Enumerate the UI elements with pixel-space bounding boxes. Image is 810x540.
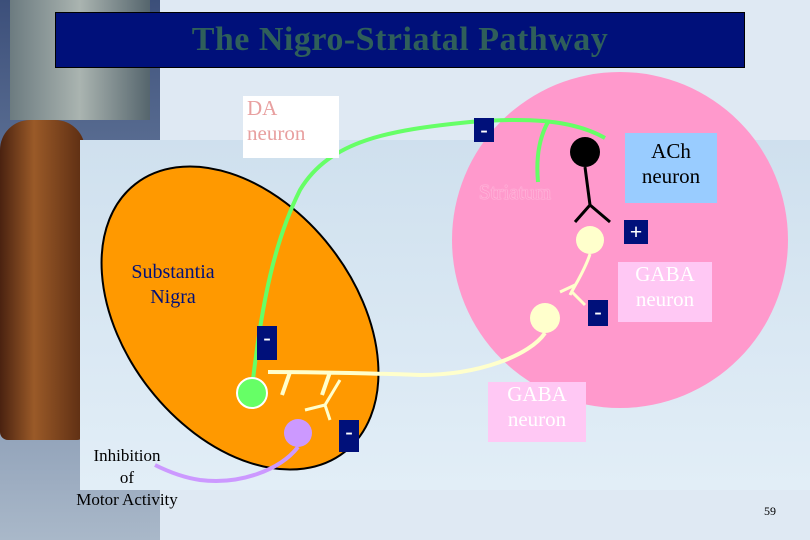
sign-nigra-gaba: - <box>257 326 277 360</box>
nigra-gaba-dendrite <box>304 379 342 421</box>
ach-neuron-soma <box>570 137 600 167</box>
gaba-neuron-lower-label: GABA neuron <box>488 382 586 442</box>
da-neuron-soma <box>236 377 268 409</box>
substantia-nigra-label: Substantia Nigra <box>131 261 215 308</box>
sign-output-gaba: - <box>339 420 359 452</box>
striatal-gaba-dendrite-upper <box>559 253 592 307</box>
slide-number: 59 <box>764 504 776 518</box>
gaba-projection-axon <box>267 331 547 396</box>
gaba-neuron-striatum-label: GABA neuron <box>618 262 712 322</box>
inhibition-label: Inhibition of Motor Activity <box>76 446 178 509</box>
slide-title: The Nigro-Striatal Pathway <box>191 21 609 58</box>
background-bottle-left <box>0 120 85 440</box>
striatal-gaba-soma-upper <box>576 226 604 254</box>
striatum-label: Striatum <box>478 180 552 204</box>
da-neuron-label: DA neuron <box>243 96 339 158</box>
striatal-gaba-soma-lower <box>530 303 560 333</box>
ach-neuron-axon <box>573 166 611 224</box>
ach-neuron-label: ACh neuron <box>625 133 717 203</box>
sign-da-to-striatum: - <box>474 118 494 142</box>
da-neuron-branch <box>535 121 550 183</box>
sign-striatal-gaba: - <box>588 300 608 326</box>
da-neuron-axon <box>250 117 606 389</box>
title-bar: The Nigro-Striatal Pathway <box>55 12 745 68</box>
sign-ach-to-gaba: + <box>624 220 648 244</box>
striatum-region <box>452 72 788 408</box>
nigra-gaba-soma <box>284 419 312 447</box>
output-pathway-axon <box>154 445 300 483</box>
